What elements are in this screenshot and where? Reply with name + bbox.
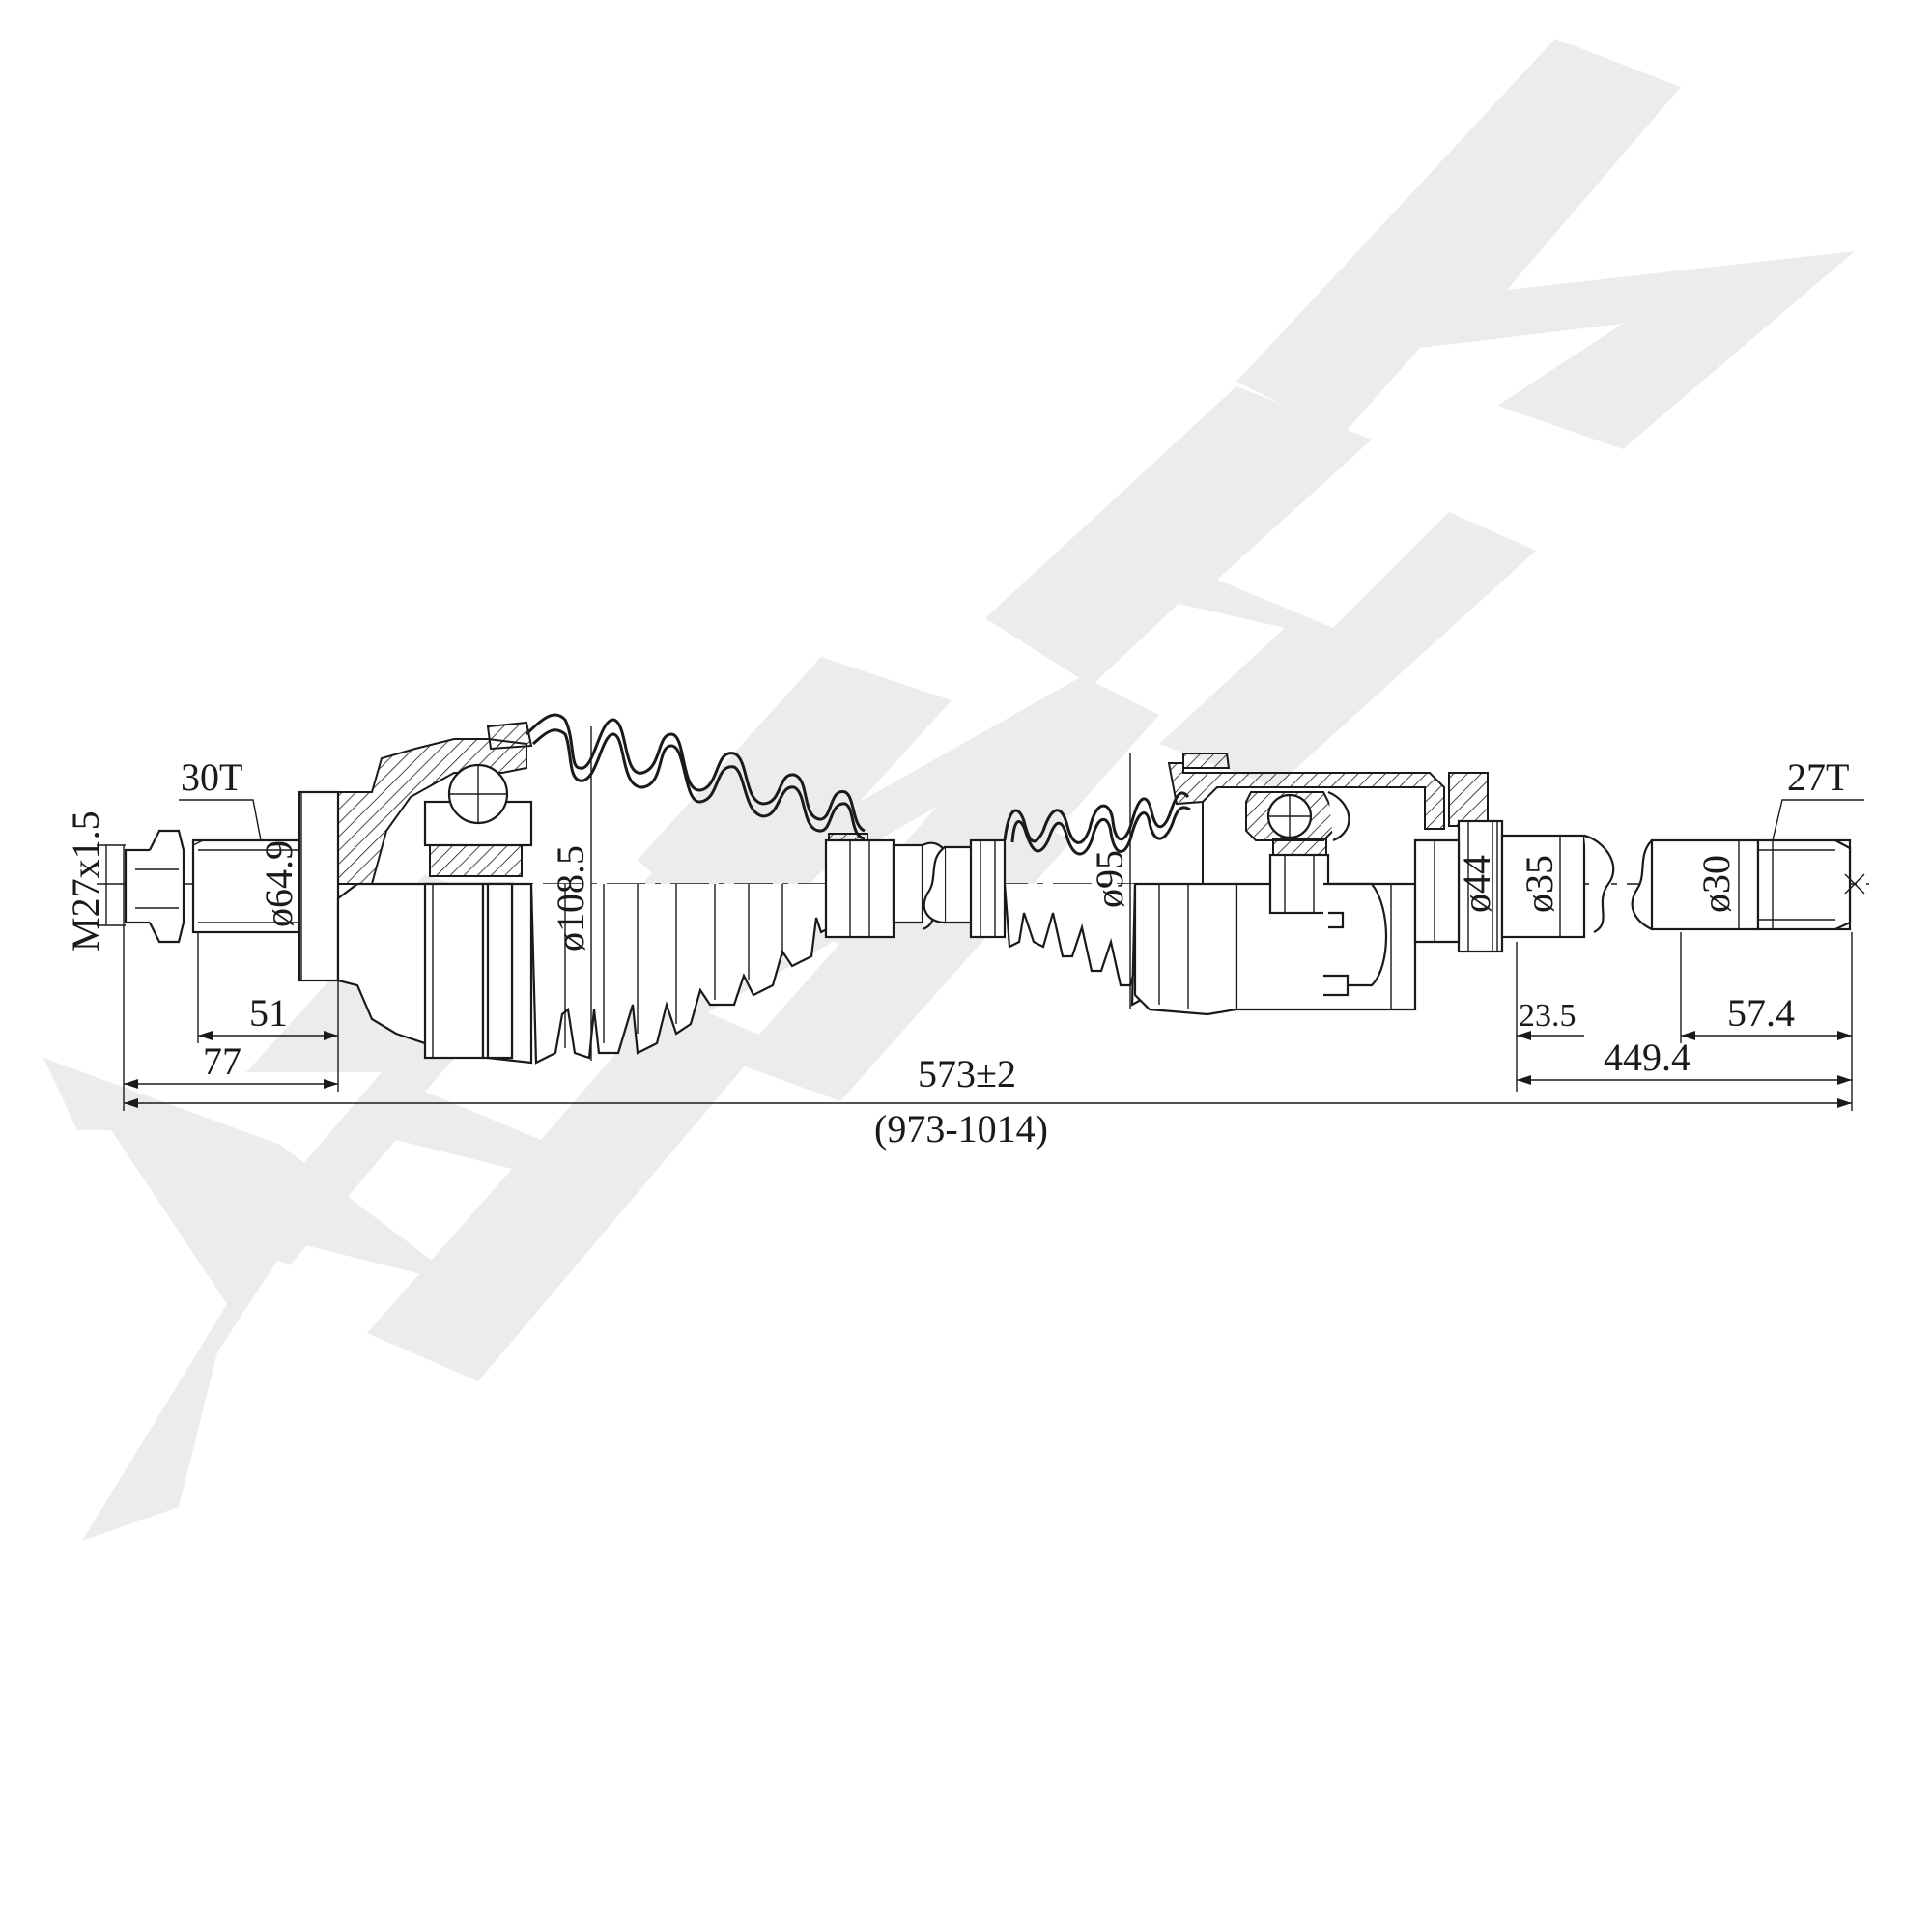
dim-total-range: (973-1014) — [874, 1107, 1048, 1151]
inner-shaft-break-right — [1631, 839, 1653, 930]
outer-boot-clamp — [486, 721, 533, 751]
thread-label: M27x1.5 — [64, 810, 107, 952]
dim-total-length: 573±2 — [918, 1052, 1016, 1095]
inner-housing-cup — [1448, 772, 1489, 827]
outer-inner-race — [429, 844, 523, 877]
dia-outer-boot-label: ø108.5 — [549, 845, 592, 952]
inner-stub-shaft — [1500, 834, 1865, 939]
inner-spline-teeth-label: 27T — [1787, 755, 1849, 799]
inner-shaft-break-left — [1583, 834, 1615, 933]
dia-shaft-end-label: ø30 — [1694, 855, 1738, 913]
dim-inner-overall: 449.4 — [1604, 1036, 1690, 1079]
dim-inner-seal-length: 23.5 — [1519, 998, 1577, 1034]
outer-boot-neck — [824, 838, 895, 939]
inner-seal — [1457, 819, 1504, 953]
stub-nut — [149, 829, 185, 944]
dimension-lines — [97, 726, 1864, 1111]
outer-seat — [298, 790, 340, 982]
dim-inner-spline-length: 57.4 — [1727, 991, 1795, 1035]
outer-boot — [525, 713, 866, 833]
shaft-break-right — [923, 846, 946, 924]
tripod-spider — [1272, 838, 1327, 857]
inner-boot — [1003, 791, 1190, 844]
dia-inner-housing-label: ø44 — [1455, 855, 1498, 913]
watermark-letter-k — [1236, 39, 1855, 449]
outer-cv-joint — [124, 713, 895, 1065]
inner-housing-section — [1167, 762, 1445, 830]
outer-spline-teeth-label: 30T — [181, 755, 242, 799]
watermark-letter-e2 — [985, 386, 1536, 787]
dia-shaft-mid-label: ø35 — [1518, 855, 1561, 913]
dim-outer-stub-length: 77 — [203, 1039, 242, 1083]
dim-outer-spline-length: 51 — [249, 991, 288, 1035]
intermediate-shaft — [892, 838, 1007, 939]
watermark-letter-z — [43, 1058, 464, 1541]
inner-housing-body — [1133, 882, 1238, 1016]
dia-outer-seat-label: ø64.9 — [257, 840, 300, 927]
outer-housing-section — [337, 738, 527, 885]
dia-inner-boot-label: ø95 — [1088, 850, 1131, 908]
inner-housing-clamp — [1182, 753, 1231, 769]
labels: 30T 27T M27x1.5 ø64.9 ø108.5 ø95 ø44 ø35… — [64, 755, 1849, 1151]
watermark-logo — [43, 39, 1855, 1541]
inner-tripod-joint — [1003, 753, 1504, 1016]
